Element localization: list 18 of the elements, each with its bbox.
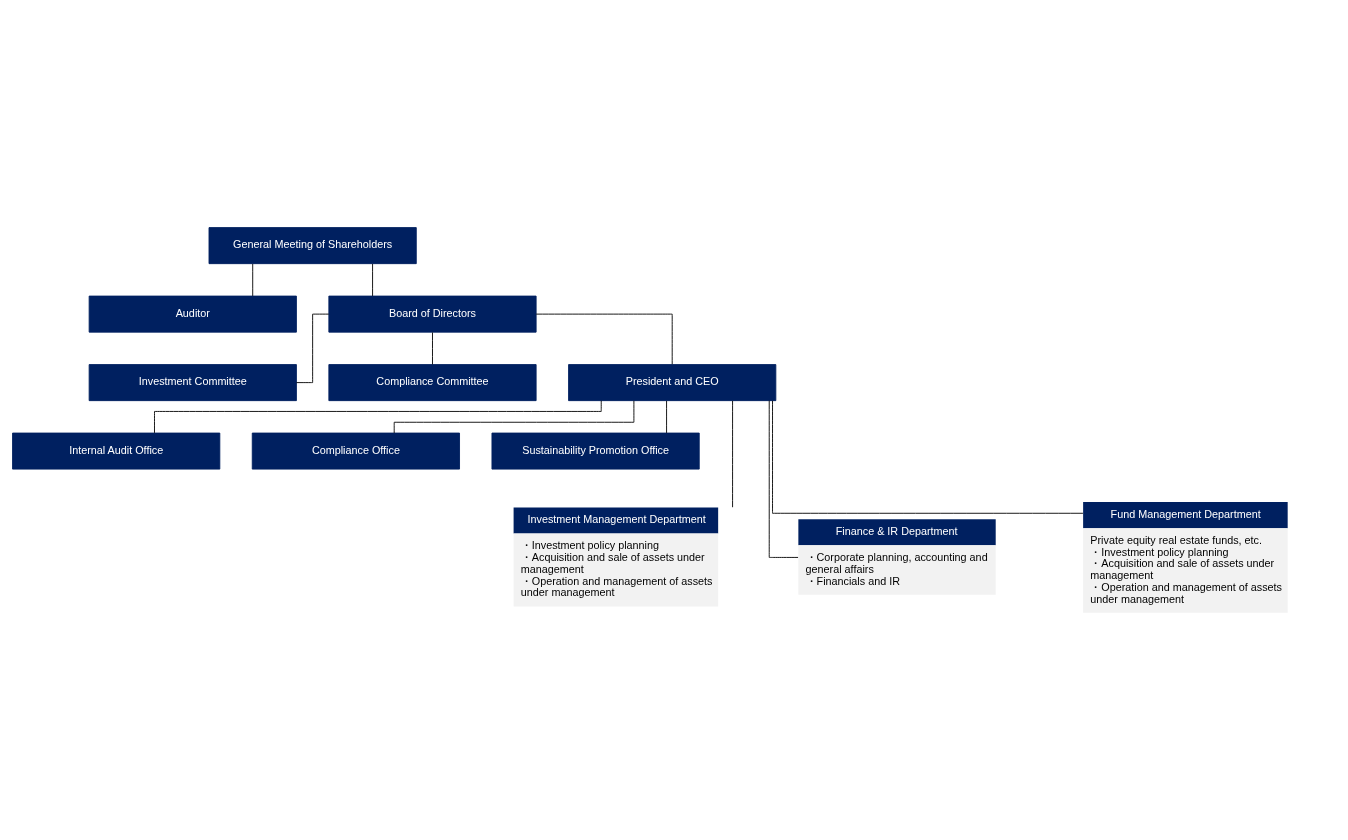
node-box: General Meeting of Shareholders [208,227,417,265]
node-box: Board of Directors [328,295,537,333]
node-box: Compliance Committee [328,364,537,402]
connector [154,400,602,434]
node-box: Auditor [88,295,297,333]
connector [732,400,734,508]
node-box: Compliance Office [251,432,460,470]
connector [432,332,433,365]
connector [768,400,799,558]
connector [393,400,635,434]
connector [252,263,254,297]
node-box: Internal Audit Office [12,432,221,470]
connector [372,263,373,297]
connector [772,400,1084,514]
node-box: Sustainability Promotion Office [491,432,700,470]
node-box: Investment Committee [88,364,297,402]
connector [666,400,668,434]
node-box: President and CEO [568,364,777,402]
